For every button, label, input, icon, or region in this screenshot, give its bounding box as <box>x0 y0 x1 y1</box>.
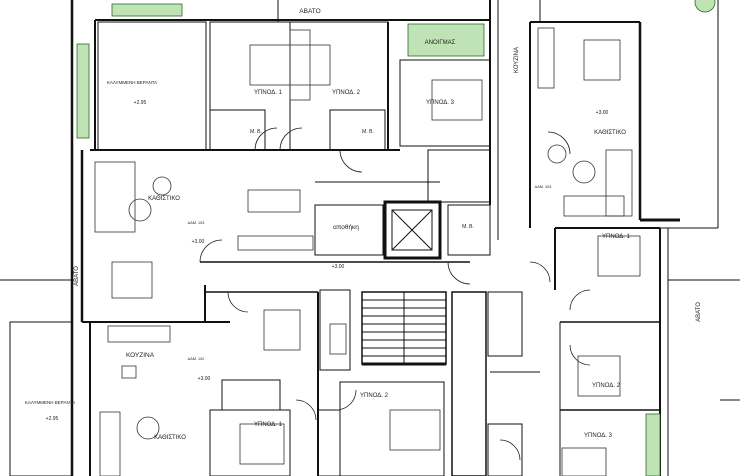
label-wc-3: Μ. Β. <box>462 224 474 230</box>
bed-right-3 <box>561 447 607 476</box>
kitchen-right <box>537 27 555 89</box>
armchair <box>152 176 172 196</box>
label-living-right: ΚΑΘΙΣΤΙΚΟ <box>594 130 626 136</box>
kitchen-island <box>247 189 301 213</box>
storage-room <box>314 204 384 256</box>
label-covered-veranda-bottom: ΚΑΛΥΜΜΕΝΗ ΒΕΡΑΝΤΑ <box>25 400 75 405</box>
door-swing <box>199 239 223 263</box>
sofa-right <box>605 149 633 217</box>
wc-center <box>447 204 491 256</box>
sofa <box>94 161 136 233</box>
wc-top-2 <box>329 109 386 151</box>
label-bedroom-3-right: ΥΠΝΟΔ. 3 <box>584 433 613 439</box>
shaft-left <box>319 289 351 371</box>
door-swing <box>447 261 471 285</box>
label-wc-2: Μ. Β. <box>362 129 374 135</box>
door-swing <box>569 289 591 311</box>
door-swing <box>279 127 303 151</box>
label-level-bottom-left: +3.00 <box>198 376 211 382</box>
label-bedroom-2-right: ΥΠΝΟΔ. 2 <box>592 383 621 389</box>
coffee-table <box>128 198 152 222</box>
label-bedroom-1-top: ΥΠΝΟΔ. 1 <box>254 90 283 96</box>
label-bedroom-2-bottom: ΥΠΝΟΔ. 2 <box>360 393 389 399</box>
wc-lower-2 <box>317 409 341 476</box>
planter-left <box>76 43 90 139</box>
label-living-bottom: ΚΑΘΙΣΤΙΚΟ <box>154 435 186 441</box>
bed-bottom <box>239 423 285 465</box>
elevator-x2 <box>391 209 433 251</box>
label-dam-right: ΔΑΜ. 103 <box>535 185 552 189</box>
label-bedroom-3-top: ΥΠΝΟΔ. 3 <box>426 100 455 106</box>
bedroom-1-bottom <box>209 409 291 476</box>
bed-right-1 <box>597 235 641 277</box>
door-swing <box>529 261 551 283</box>
wc-right-2 <box>487 423 523 476</box>
label-level-top: +2.95 <box>134 100 147 106</box>
wardrobe <box>289 29 311 101</box>
door-swing <box>547 131 571 155</box>
label-bedroom-1-bottom: ΥΠΝΟΔ. 1 <box>254 422 283 428</box>
bed-bottom-2 <box>389 409 441 451</box>
door-swing <box>339 149 363 173</box>
veranda-bottom-left <box>9 321 73 476</box>
bed <box>431 79 483 121</box>
shaft-right <box>451 291 487 476</box>
bedroom-3-top <box>399 59 491 147</box>
door-swing <box>499 439 521 461</box>
door-swing <box>295 399 317 421</box>
door-swing <box>569 344 591 366</box>
wc-right-1 <box>487 291 523 357</box>
planter-anoigmas <box>407 23 485 57</box>
armchair-right <box>547 144 567 164</box>
label-bedroom-2-top: ΥΠΝΟΔ. 2 <box>332 90 361 96</box>
veranda-top-left <box>97 21 207 151</box>
sofa-bottom <box>99 411 121 476</box>
sofa-right-2 <box>563 195 625 217</box>
label-kitchen-bottom: ΚΟΥΖΙΝΑ <box>126 352 155 359</box>
label-avato-left: ΑΒΑΤΟ <box>74 266 80 286</box>
label-avato-top: ΑΒΑΤΟ <box>299 8 320 15</box>
elevator-car <box>391 209 433 251</box>
planter-right <box>645 413 661 476</box>
door-swing <box>335 389 357 411</box>
wc-center-top <box>427 149 491 203</box>
label-anoigmas: ΑΝΟΙΓΜΑΣ <box>425 40 456 46</box>
label-covered-veranda-top: ΚΑΛΥΜΜΕΝΗ ΒΕΡΑΝΤΑ <box>107 80 157 85</box>
label-avato-right: ΑΒΑΤΟ <box>696 302 702 322</box>
dining-table <box>111 261 153 299</box>
kitchen-counter <box>237 235 314 251</box>
door-swing <box>254 127 278 151</box>
label-wc-1: Μ. Β. <box>250 129 262 135</box>
coffee-table-right <box>572 160 596 184</box>
wc-lower <box>221 379 281 411</box>
bedroom-2-bottom <box>339 381 445 476</box>
dining-table-bottom <box>263 309 301 351</box>
label-living-left: ΚΑΘΙΣΤΙΚΟ <box>148 196 180 202</box>
label-dam-bottom: ΔΑΜ. 102 <box>188 357 205 361</box>
coffee-table-bottom <box>136 416 160 440</box>
label-koyzina-vertical: ΚΟΥΖΙΝΑ <box>514 47 520 73</box>
label-bedroom-1-right: ΥΠΝΟΔ. 1 <box>602 234 631 240</box>
label-storage: αποθήκη <box>333 224 359 231</box>
kitchen-counter-bottom <box>107 325 171 343</box>
cooktop <box>121 365 137 379</box>
chair-lift <box>329 323 347 355</box>
elevator-shaft <box>383 200 442 260</box>
planter-top <box>111 3 183 17</box>
label-level-bottom: +2.95 <box>46 416 59 422</box>
dining-table-right <box>583 39 621 81</box>
label-level-right: +3.00 <box>596 110 609 116</box>
label-dam-left: ΔΑΜ. 103 <box>188 221 205 225</box>
label-level-corridor: +3.00 <box>332 264 345 270</box>
label-level-left: +3.00 <box>192 239 205 245</box>
door-swing <box>227 291 249 313</box>
tree-icon <box>694 0 716 13</box>
bed-right-2 <box>577 355 621 397</box>
